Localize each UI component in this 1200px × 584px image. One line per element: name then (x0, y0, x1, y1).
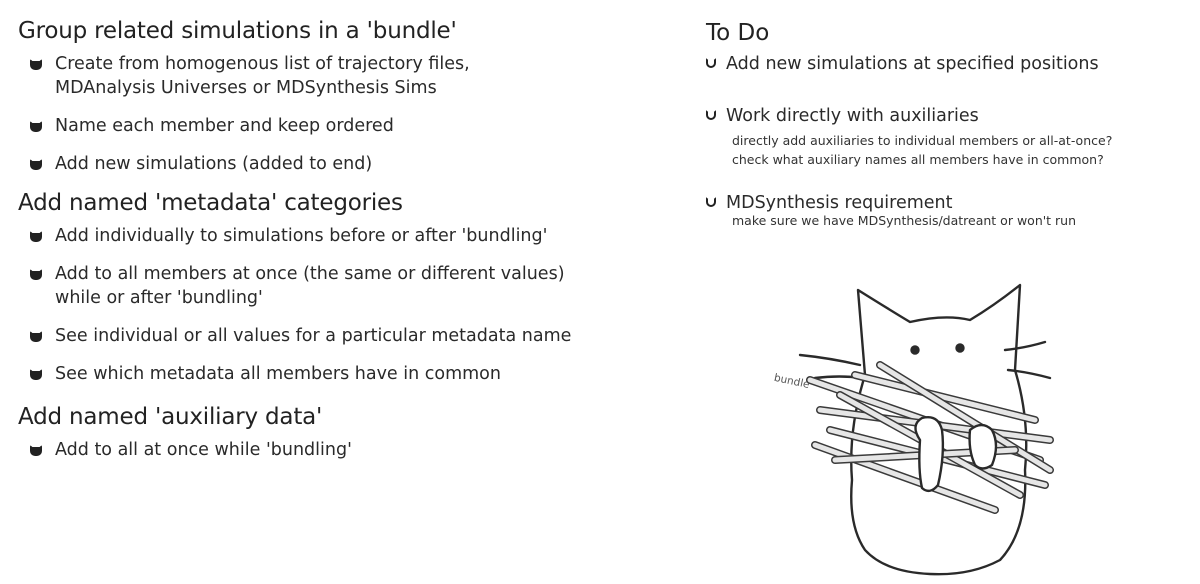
cat-bullet-icon (30, 59, 42, 70)
cat-bullet-icon (30, 445, 42, 456)
cat-checkbox-icon (706, 110, 716, 120)
todo-note: directly add auxiliaries to individual m… (732, 133, 1113, 148)
list-item: Add new simulations (added to end) (30, 152, 658, 176)
section-heading: Add named 'metadata' categories (18, 190, 403, 216)
todo-row: MDSynthesis requirement (706, 191, 1196, 215)
cat-bullet-icon (30, 231, 42, 242)
todo-note: check what auxiliary names all members h… (732, 152, 1104, 167)
list-item-text: Add to all members at once (the same or … (55, 262, 565, 310)
list-item-line: Add individually to simulations before o… (55, 226, 548, 246)
list-item-line: while or after 'bundling' (55, 288, 263, 308)
todo-title: Add new simulations at specified positio… (726, 54, 1099, 74)
todo-item: Work directly with auxiliaries directly … (706, 104, 1196, 169)
list-item: Add individually to simulations before o… (30, 224, 658, 248)
list-item: Name each member and keep ordered (30, 114, 658, 138)
section-auxiliary: Add named 'auxiliary data' Add to all at… (18, 404, 658, 462)
list-item: Create from homogenous list of trajector… (30, 52, 658, 100)
cat-checkbox-icon (706, 58, 716, 68)
todo-title: MDSynthesis requirement (726, 193, 953, 213)
list-item: See individual or all values for a parti… (30, 324, 658, 348)
list-item-line: Name each member and keep ordered (55, 116, 394, 136)
section-metadata: Add named 'metadata' categories Add indi… (18, 190, 658, 386)
list-item: Add to all members at once (the same or … (30, 262, 658, 310)
bullet-list: Create from homogenous list of trajector… (18, 52, 658, 176)
cat-bullet-icon (30, 369, 42, 380)
bullet-list: Add individually to simulations before o… (18, 224, 658, 386)
todo-column: To Do Add new simulations at specified p… (706, 20, 1196, 250)
cat-checkbox-icon (706, 197, 716, 207)
list-item-line: Create from homogenous list of trajector… (55, 54, 470, 74)
list-item-line: Add to all at once while 'bundling' (55, 440, 352, 460)
list-item-text: Create from homogenous list of trajector… (55, 52, 470, 100)
cat-bullet-icon (30, 331, 42, 342)
bullet-list: Add to all at once while 'bundling' (18, 438, 658, 462)
list-item: See which metadata all members have in c… (30, 362, 658, 386)
list-item-line: Add new simulations (added to end) (55, 154, 373, 174)
list-item-line: Add to all members at once (the same or … (55, 264, 565, 284)
list-item-line: MDAnalysis Universes or MDSynthesis Sims (55, 78, 437, 98)
features-column: Group related simulations in a 'bundle' … (18, 18, 658, 476)
todo-title: Work directly with auxiliaries (726, 106, 979, 126)
section-bundle: Group related simulations in a 'bundle' … (18, 18, 658, 176)
list-item: Add to all at once while 'bundling' (30, 438, 658, 462)
section-heading: Group related simulations in a 'bundle' (18, 18, 457, 44)
todo-note: make sure we have MDSynthesis/datreant o… (732, 213, 1077, 228)
cat-holding-sticks-icon: bundle (770, 280, 1080, 580)
list-item-line: See individual or all values for a parti… (55, 326, 572, 346)
section-heading: Add named 'auxiliary data' (18, 404, 323, 430)
cat-bullet-icon (30, 269, 42, 280)
todo-row: Add new simulations at specified positio… (706, 52, 1196, 76)
illustration-label: bundle (773, 372, 811, 391)
todo-row: Work directly with auxiliaries (706, 104, 1196, 128)
cat-bullet-icon (30, 121, 42, 132)
todo-heading: To Do (706, 20, 770, 46)
cat-bullet-icon (30, 159, 42, 170)
list-item-line: See which metadata all members have in c… (55, 364, 501, 384)
todo-item: MDSynthesis requirement make sure we hav… (706, 191, 1196, 230)
todo-item: Add new simulations at specified positio… (706, 52, 1196, 76)
